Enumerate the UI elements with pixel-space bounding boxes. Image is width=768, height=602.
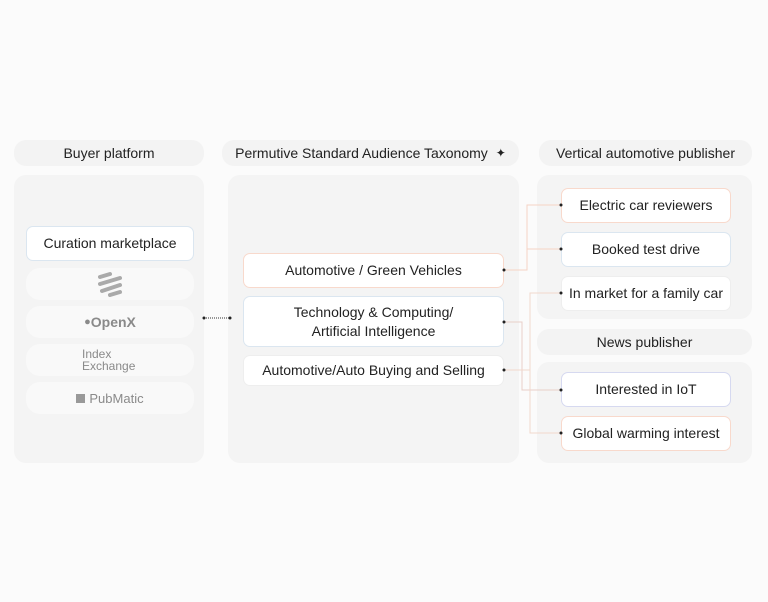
- audience-label: Global warming interest: [572, 425, 720, 441]
- curation-label: Curation marketplace: [43, 235, 177, 251]
- audience-label: Booked test drive: [591, 241, 701, 257]
- connector-green: [504, 204, 560, 271]
- logo-stripes: [26, 268, 194, 300]
- connector-buying: [504, 292, 560, 434]
- audience-item[interactable]: Electric car reviewers: [561, 188, 731, 223]
- logo-openx: ●OpenX: [26, 306, 194, 338]
- audience-label: Interested in IoT: [595, 381, 697, 397]
- square-icon: [76, 393, 86, 403]
- sparkle-icon: ✦: [495, 146, 506, 160]
- header-buyer-platform: Buyer platform: [14, 140, 204, 166]
- logo-text: OpenX: [90, 314, 136, 330]
- header-news-publisher: News publisher: [537, 329, 752, 355]
- audience-label: Electric car reviewers: [579, 197, 713, 213]
- connector-tech: [504, 321, 560, 391]
- header-label: Vertical automotive publisher: [556, 145, 735, 161]
- logo-text: PubMatic: [89, 390, 144, 406]
- audience-item[interactable]: Interested in IoT: [561, 372, 731, 407]
- header-taxonomy: Permutive Standard Audience Taxonomy ✦: [222, 140, 519, 166]
- logo-text: Index: [82, 347, 112, 361]
- curation-marketplace[interactable]: Curation marketplace: [26, 226, 194, 261]
- taxonomy-label: Automotive / Green Vehicles: [285, 262, 462, 278]
- stripes-logo-icon: [98, 272, 122, 297]
- audience-item[interactable]: Global warming interest: [561, 416, 731, 451]
- openx-icon: ●: [84, 316, 91, 328]
- taxonomy-item[interactable]: Automotive/Auto Buying and Selling: [243, 355, 504, 386]
- audience-item[interactable]: Booked test drive: [561, 232, 731, 267]
- header-label: Permutive Standard Audience Taxonomy: [235, 145, 488, 161]
- logo-pubmatic: PubMatic: [26, 382, 194, 414]
- taxonomy-label: Automotive/Auto Buying and Selling: [262, 362, 485, 378]
- taxonomy-label: Technology & Computing/: [293, 303, 454, 320]
- logo-text: Exchange: [82, 359, 136, 373]
- taxonomy-item[interactable]: Automotive / Green Vehicles: [243, 253, 504, 288]
- header-vertical-publisher: Vertical automotive publisher: [539, 140, 752, 166]
- taxonomy-label: Artificial Intelligence: [311, 322, 436, 339]
- header-label: Buyer platform: [63, 145, 155, 161]
- taxonomy-item[interactable]: Technology & Computing/Artificial Intell…: [243, 296, 504, 347]
- header-label: News publisher: [596, 334, 693, 350]
- audience-label: In market for a family car: [568, 285, 724, 301]
- audience-item[interactable]: In market for a family car: [561, 276, 731, 311]
